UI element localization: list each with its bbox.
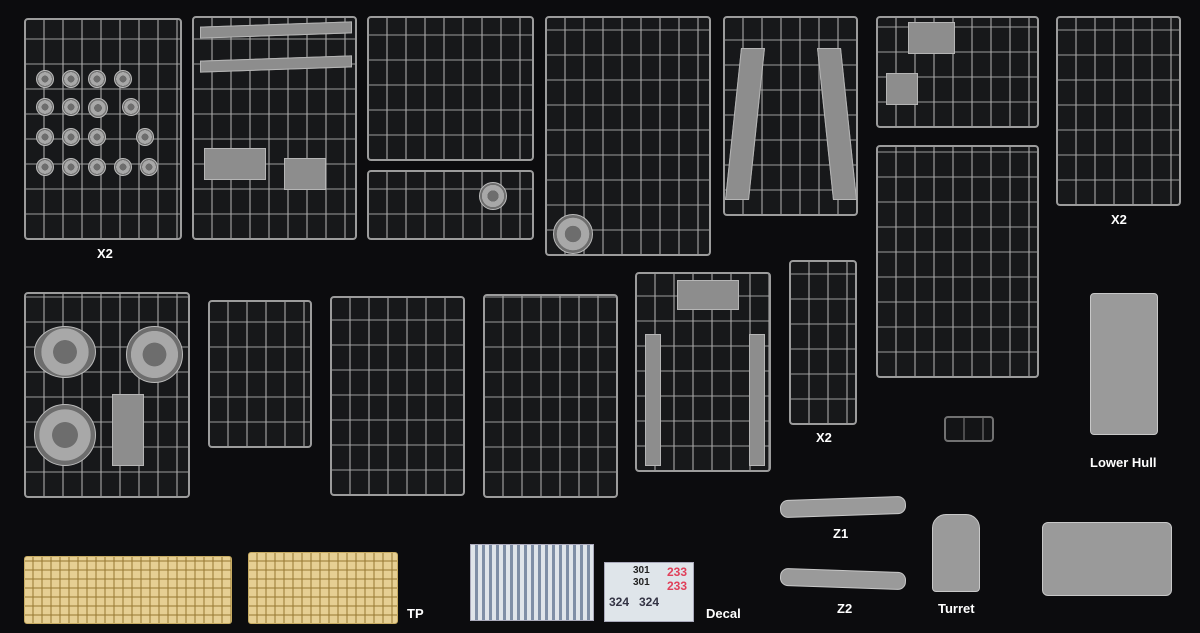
- label-z2: Z2: [837, 601, 853, 616]
- label-x2-wheels: X2: [97, 246, 113, 261]
- photo-etch-sheet-2: [248, 552, 398, 624]
- label-decal: Decal: [706, 606, 741, 621]
- decal-number-324: 324: [609, 595, 630, 609]
- sprue-tiny: [944, 416, 994, 442]
- sprue-fenders: [723, 16, 858, 216]
- sprue-suspension: [545, 16, 711, 256]
- sprue-details-2: [367, 170, 534, 240]
- decal-number-301: 301: [633, 565, 650, 576]
- label-x2-narrow: X2: [816, 430, 832, 445]
- sprue-engine-deck: [876, 145, 1039, 378]
- turret-part: [932, 514, 980, 592]
- upper-hull-part: [1042, 522, 1172, 596]
- label-lower-hull: Lower Hull: [1090, 455, 1157, 470]
- sprue-small-parts-1: [208, 300, 312, 448]
- decal-number-324-b: 324: [639, 595, 660, 609]
- fender-z1: [779, 495, 907, 519]
- label-tp: TP: [407, 606, 424, 621]
- sprue-hull-sides: [192, 16, 357, 240]
- sprue-turret-ring: [24, 292, 190, 498]
- sprue-upper-panels: [635, 272, 771, 472]
- lower-hull-part: [1090, 293, 1158, 435]
- label-z1: Z1: [833, 526, 849, 541]
- sprue-wheels: [24, 18, 182, 240]
- photo-etch-sheet-1: [24, 556, 232, 624]
- decal-sheet-2: 301 233 301 233 324 324: [604, 562, 694, 622]
- fender-z2: [779, 567, 907, 591]
- label-turret: Turret: [938, 601, 975, 616]
- sprue-narrow: [789, 260, 857, 425]
- sprue-small-parts-2: [330, 296, 465, 496]
- decal-number-301-b: 301: [633, 577, 650, 588]
- sprue-turret-top: [876, 16, 1039, 128]
- label-x2-tracks: X2: [1111, 212, 1127, 227]
- sprue-details-1: [367, 16, 534, 161]
- decal-sheet-1: [470, 544, 594, 621]
- decal-number-233: 233: [667, 565, 688, 579]
- sprue-tracks: [1056, 16, 1181, 206]
- sprue-small-parts-3: [483, 294, 618, 498]
- decal-number-233-b: 233: [667, 579, 688, 593]
